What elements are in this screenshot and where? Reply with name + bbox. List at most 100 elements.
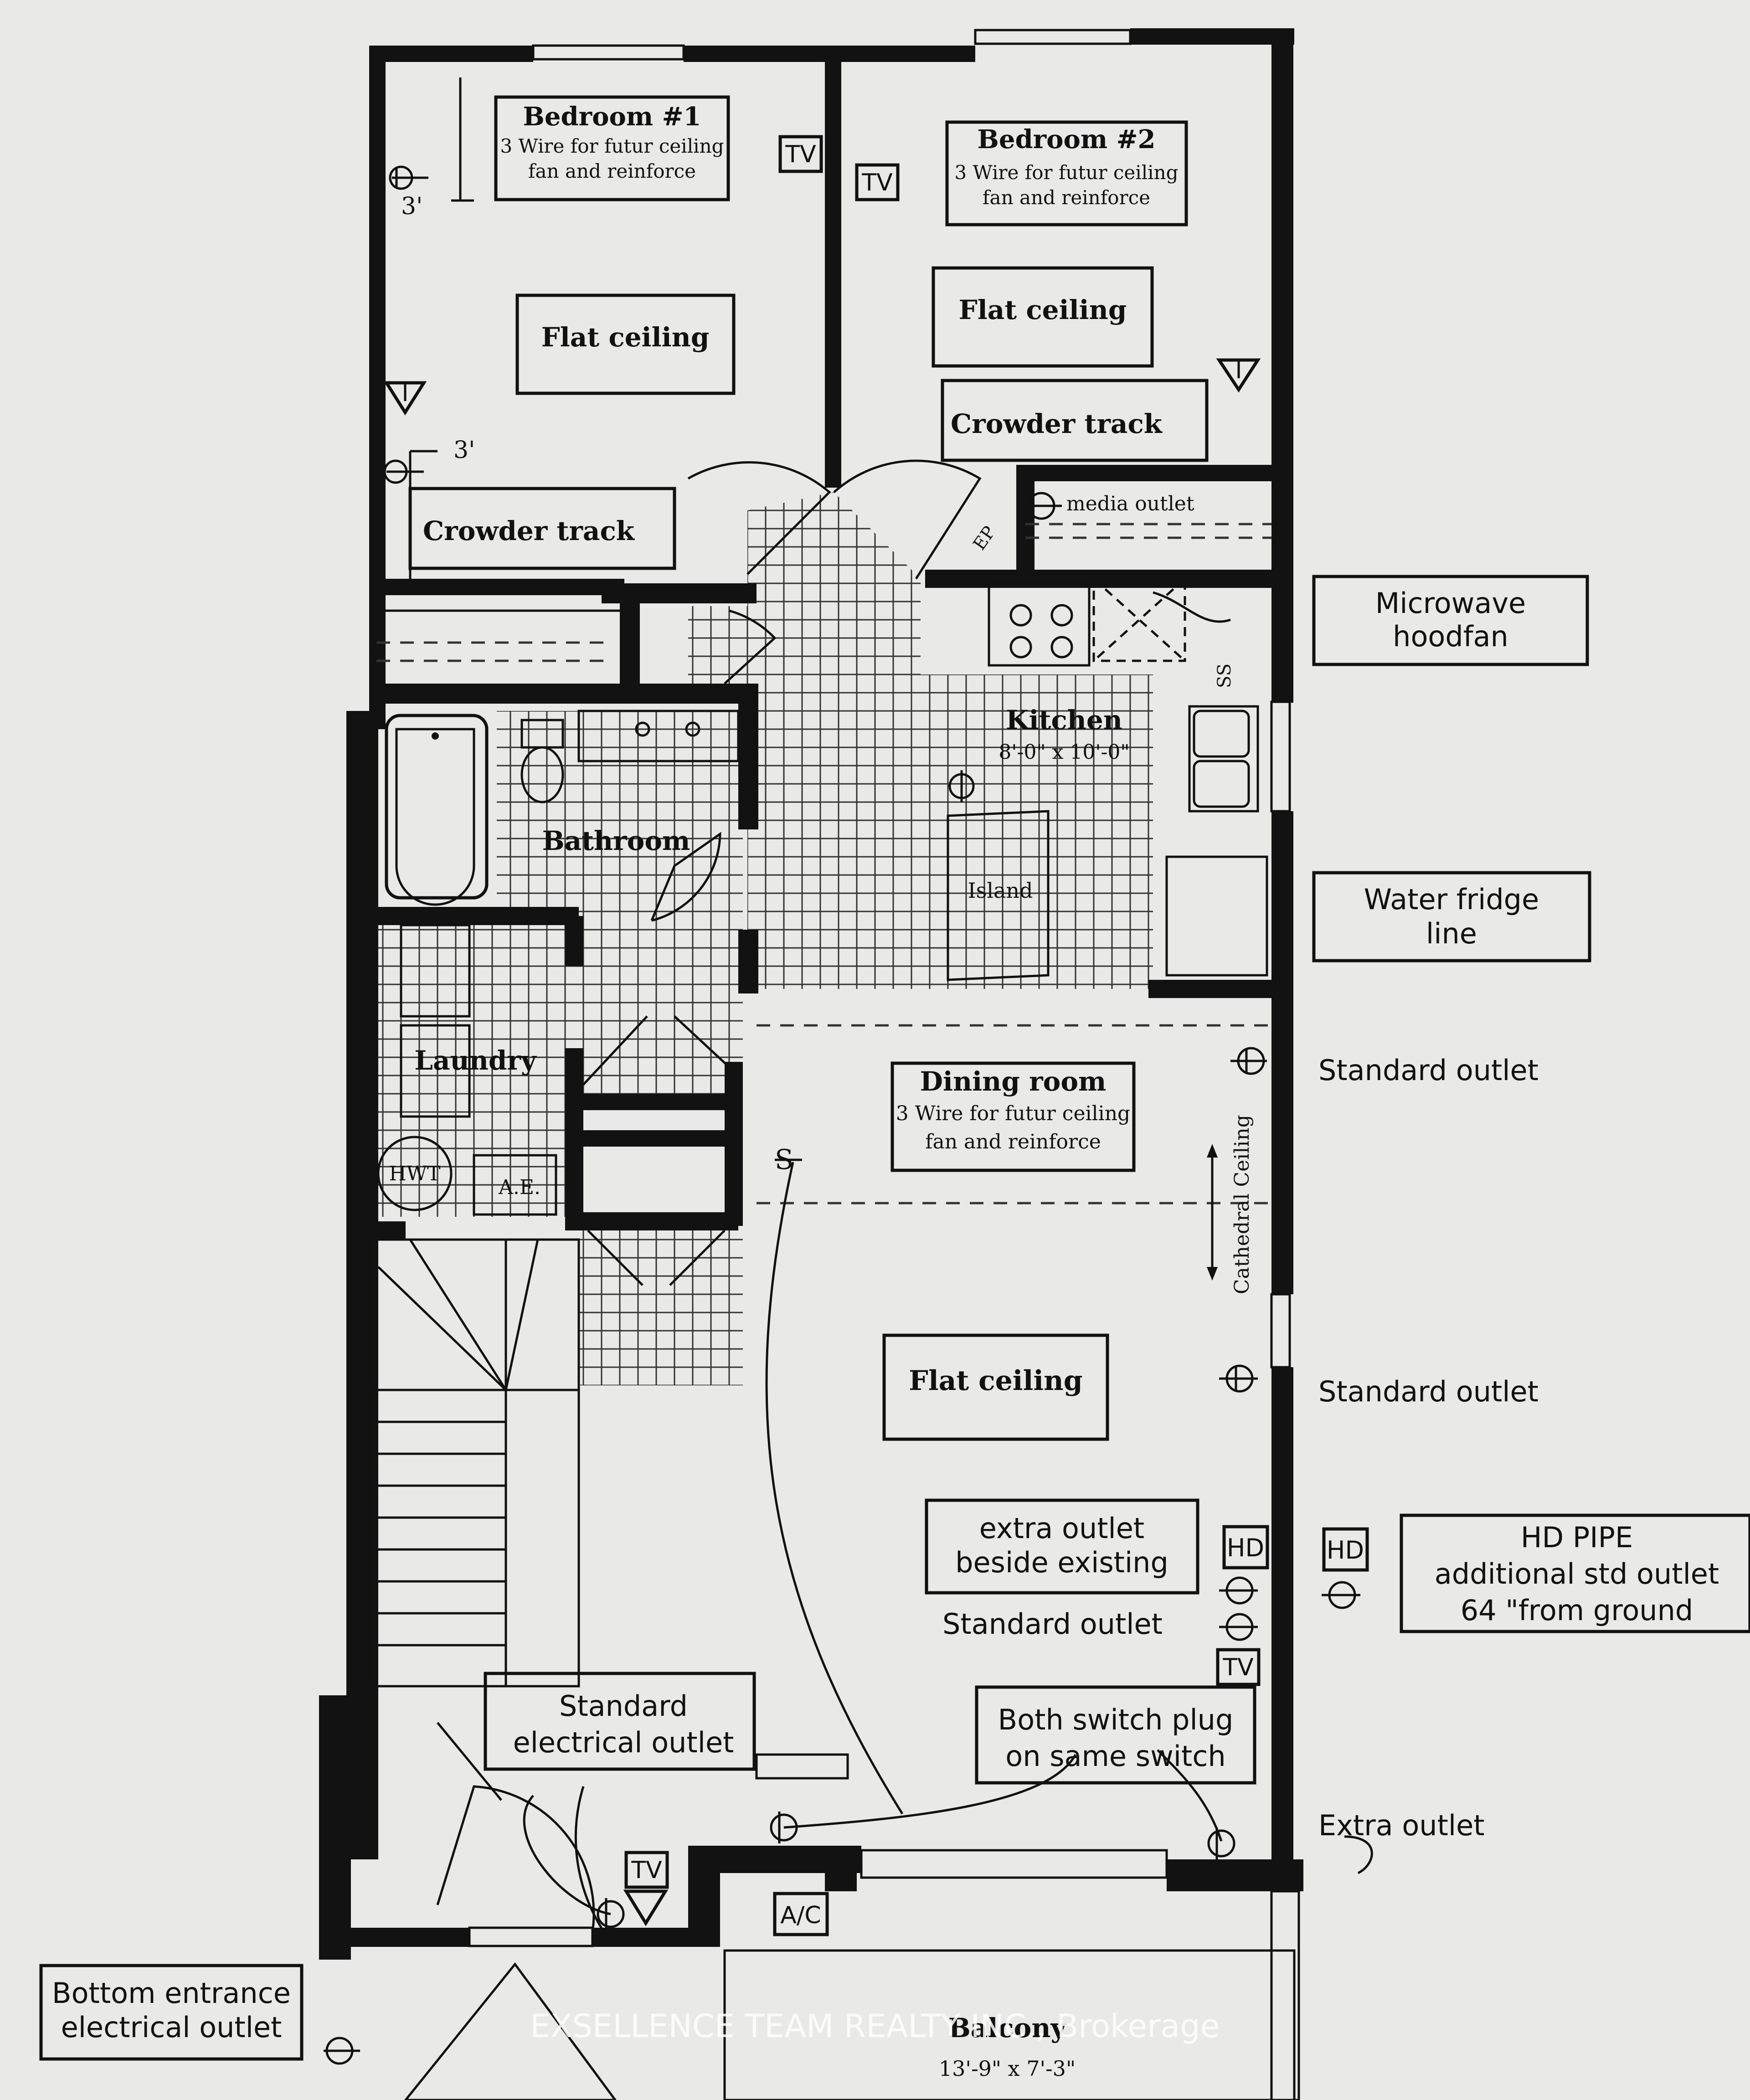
extra-outlet-label: Extra outlet (1318, 1809, 1485, 1842)
svg-text:TV: TV (785, 141, 816, 168)
kitchen-size: 8'-0" x 10'-0" (999, 741, 1129, 764)
extra-line1: extra outlet (979, 1512, 1144, 1545)
outlet-icon (324, 2037, 360, 2065)
outlet-icon (1025, 492, 1062, 520)
both-switch-box (975, 1685, 1256, 1785)
microwave-line1: Microwave (1375, 587, 1526, 620)
outlet-icon (1219, 1613, 1258, 1641)
outlet-symbols (324, 165, 1360, 2065)
outlet-icon (770, 1812, 798, 1843)
standard-outlet-1: Standard outlet (1318, 1054, 1539, 1087)
svg-text:HD: HD (1227, 1534, 1264, 1562)
both-line2: on same switch (1005, 1740, 1225, 1773)
laundry-fixtures (377, 924, 557, 1216)
bedroom1-dim-a: 3' (401, 193, 422, 220)
microwave-line2: hoodfan (1393, 620, 1508, 653)
dining-label-box (890, 1061, 1136, 1172)
outlet-icon (389, 165, 428, 190)
windows (376, 29, 1291, 1947)
microwave-box (1312, 575, 1589, 666)
svg-text:A/C: A/C (780, 1902, 821, 1929)
hd-pipe-line2: additional std outlet (1435, 1557, 1719, 1590)
svg-text:HD: HD (1327, 1536, 1364, 1565)
bottom-line2: electrical outlet (61, 2011, 282, 2044)
svg-text:TV: TV (861, 169, 893, 196)
island-label: Island (968, 878, 1033, 903)
bedroom2-track: Crowder track (951, 408, 1163, 439)
stairs (368, 1238, 580, 1688)
cathedral-ceiling-label: Cathedral Ceiling (1230, 1115, 1254, 1294)
extra-line2: beside existing (955, 1546, 1168, 1579)
walls (319, 28, 1303, 1960)
bedroom2-ceiling: Flat ceiling (959, 294, 1127, 325)
dining-note-1: 3 Wire for futur ceiling (896, 1102, 1130, 1125)
outlet-icon (1207, 1827, 1235, 1859)
ae-label: A.E. (498, 1176, 540, 1199)
standard-outlet-3: Standard outlet (942, 1607, 1163, 1641)
bedroom2-label-box (945, 120, 1188, 226)
living-ceiling-box (882, 1333, 1109, 1441)
std-elec-line1: Standard (559, 1689, 688, 1723)
kitchen-fixtures (947, 577, 1268, 981)
bedroom1-track: Crowder track (423, 515, 635, 546)
balcony-size: 13'-9" x 7'-3" (939, 2056, 1076, 2081)
watermark: EXSELLENCE TEAM REALTY INC., Brokerage (530, 2007, 1220, 2045)
tv-icon: TV (624, 1851, 669, 1889)
laundry-title: Laundry (414, 1045, 537, 1076)
svg-text:TV: TV (631, 1857, 662, 1884)
hd-pipe-line1: HD PIPE (1521, 1521, 1633, 1554)
hwt-label: HWT (389, 1162, 441, 1185)
water-line1: Water fridge (1364, 883, 1539, 916)
hd-icon: HD (1222, 1525, 1269, 1570)
bedroom1-note-2: fan and reinforce (528, 160, 696, 182)
bathroom-title: Bathroom (542, 825, 690, 856)
water-line2: line (1426, 917, 1477, 950)
bedroom1-ceiling: Flat ceiling (541, 322, 710, 353)
ac-icon: A/C (773, 1892, 829, 1936)
switch-icon: S (775, 1144, 802, 1176)
phone-jack-icon (623, 1889, 669, 1926)
living-ceiling: Flat ceiling (909, 1365, 1083, 1397)
ss-label: SS (1214, 664, 1235, 688)
bathroom-fixtures (385, 710, 740, 906)
bottom-entrance-box (39, 1964, 304, 2061)
hd-pipe-line3: 64 "from ground (1461, 1594, 1693, 1627)
bedroom1-dim-b: 3' (453, 437, 475, 464)
bedroom2-note-1: 3 Wire for futur ceiling (954, 161, 1178, 184)
bedroom2-title: Bedroom #2 (978, 124, 1156, 154)
tv-icon: TV (778, 135, 823, 173)
outlet-icon (1219, 1576, 1258, 1605)
hd-pipe-box (1400, 1513, 1750, 1633)
outlet-icon (597, 1898, 625, 1930)
both-line1: Both switch plug (998, 1703, 1234, 1736)
hd-icon: HD (1322, 1527, 1369, 1572)
svg-text:TV: TV (1222, 1654, 1254, 1681)
phone-jack-icon (383, 381, 427, 416)
water-line-box (1312, 871, 1591, 962)
laundry-tile-floor (378, 916, 579, 1217)
kitchen-tile-floor (688, 492, 1153, 989)
media-outlet-label: media outlet (1066, 492, 1194, 515)
bedroom1-ceiling-box (515, 293, 736, 395)
standard-outlet-2: Standard outlet (1318, 1375, 1539, 1408)
bedroom2-note-2: fan and reinforce (983, 186, 1150, 209)
bedroom1-note-1: 3 Wire for futur ceiling (500, 135, 724, 157)
bottom-line1: Bottom entrance (52, 1976, 291, 2010)
bedroom2-ceiling-box (932, 266, 1154, 368)
balcony-title: Balcony (948, 2012, 1067, 2043)
bedroom2-track-box (941, 379, 1209, 462)
outlet-icon (1230, 1047, 1267, 1075)
bedroom1-label-box (494, 95, 730, 201)
outlet-icon (1219, 1364, 1258, 1393)
dining-title: Dining room (920, 1066, 1107, 1097)
tv-icon: TV (1216, 1648, 1261, 1686)
kitchen-title: Kitchen (1006, 705, 1122, 736)
doors (436, 459, 982, 1942)
dining-note-2: fan and reinforce (925, 1130, 1101, 1153)
std-elec-line2: electrical outlet (513, 1726, 734, 1759)
bedroom1-title: Bedroom #1 (523, 102, 701, 132)
extra-outlet-box (925, 1498, 1199, 1595)
outlet-icon (383, 459, 424, 484)
outlet-icon (1322, 1581, 1360, 1609)
